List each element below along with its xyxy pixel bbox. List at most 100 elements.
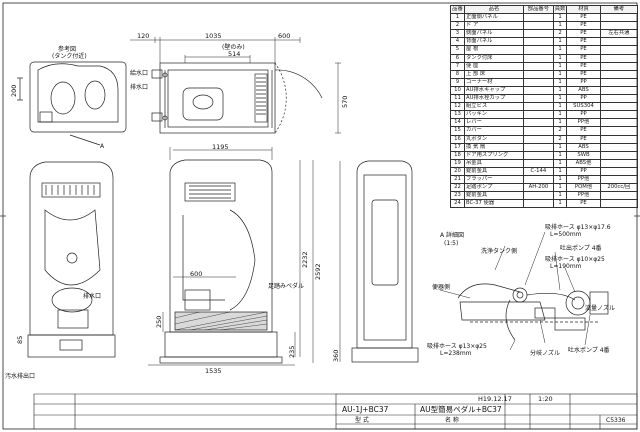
parts-cell [523, 158, 554, 168]
parts-cell: 11 [450, 94, 465, 104]
parts-cell [523, 85, 554, 96]
parts-cell: PE [566, 69, 601, 79]
dim-514-note: (壁のみ) [222, 44, 245, 51]
parts-cell: 1 [552, 118, 568, 128]
parts-cell: 上 部 床 [463, 69, 525, 79]
parts-cell [523, 21, 554, 31]
parts-cell: BC-37 便器 [463, 199, 525, 209]
parts-cell: 14 [450, 118, 465, 128]
parts-cell: 2 [450, 21, 465, 31]
label-hose-1: 吸排ホース φ13×φ17.6 [545, 224, 611, 231]
parts-cell: ドア用スプリング [463, 150, 525, 160]
parts-cell [599, 166, 639, 176]
parts-cell: AH-200 [523, 183, 554, 193]
parts-cell: PE [566, 45, 601, 55]
parts-cell: 1 [552, 174, 568, 185]
parts-cell: 1 [552, 69, 568, 79]
parts-cell: 組立ビス [463, 102, 525, 112]
parts-cell: 1 [552, 110, 568, 120]
parts-cell [599, 21, 639, 31]
dim-570: 570 [341, 95, 349, 108]
parts-cell [523, 37, 554, 47]
parts-cell [599, 126, 639, 136]
parts-cell [599, 61, 639, 71]
label-bowl-side: 便器側 [432, 284, 451, 291]
reference-note: (タンク付近) [52, 53, 87, 60]
parts-cell: PP他 [566, 174, 601, 185]
parts-cell: SWB [566, 150, 601, 160]
parts-cell: 24 [450, 199, 465, 209]
parts-cell [599, 102, 639, 112]
title-label-model: 型 式 [355, 417, 369, 424]
parts-cell: 2 [552, 29, 568, 39]
parts-cell [523, 61, 554, 71]
dim-2232: 2232 [301, 251, 309, 268]
detail-title: A 詳細図 [440, 232, 465, 239]
parts-cell: 正面側パネル [463, 13, 525, 23]
parts-cell [599, 77, 639, 87]
parts-cell [599, 94, 639, 104]
label-water-tank: 給水口 [130, 70, 149, 77]
parts-cell: 6 [450, 53, 465, 63]
label-mark-a: A [100, 143, 105, 150]
parts-cell: PE [566, 199, 601, 209]
parts-cell: 3 [450, 29, 465, 39]
parts-cell: 5 [450, 45, 465, 55]
parts-cell: AU排水栓カップ [463, 94, 525, 104]
parts-cell: コーナー材 [463, 77, 525, 87]
parts-cell [599, 69, 639, 79]
label-tank-side: 洗浄タンク側 [481, 248, 518, 255]
label-drain: 排水口 [130, 84, 149, 91]
parts-cell [523, 45, 554, 55]
parts-cell [599, 53, 639, 63]
parts-cell: 換 気 扇 [463, 142, 525, 152]
dim-235: 235 [288, 345, 296, 358]
parts-cell: PE [566, 37, 601, 47]
parts-cell [523, 110, 554, 120]
reference-detail [17, 61, 127, 146]
parts-cell: POM他 [566, 183, 601, 193]
parts-cell: 13 [450, 110, 465, 120]
parts-cell: 1 [552, 13, 568, 23]
parts-cell: 19 [450, 158, 465, 168]
parts-cell: 1 [450, 13, 465, 23]
label-hose-3: 吸排ホース φ13×φ25 [427, 343, 487, 350]
dim-250: 250 [155, 315, 163, 328]
header-qty: 員数 [552, 4, 568, 15]
door-view [339, 160, 419, 363]
parts-cell: PE [566, 13, 601, 23]
parts-cell: 1 [552, 142, 568, 152]
parts-cell [599, 150, 639, 160]
dim-600: 600 [278, 32, 291, 40]
parts-cell [523, 126, 554, 136]
header-part-no: 品番 [450, 4, 465, 15]
parts-cell: ABS他 [566, 158, 601, 168]
parts-cell: 左右共通 [599, 29, 639, 39]
title-date: H19.12.17 [478, 395, 512, 403]
dim-85: 85 [16, 335, 24, 344]
parts-cell: 2 [552, 126, 568, 136]
parts-cell: 丸ボタン [463, 134, 525, 144]
parts-cell: 2 [552, 134, 568, 144]
title-label-name: 名 称 [445, 417, 459, 424]
parts-cell: 1 [552, 21, 568, 31]
parts-cell: 1 [552, 191, 568, 201]
dim-1535: 1535 [205, 367, 222, 375]
